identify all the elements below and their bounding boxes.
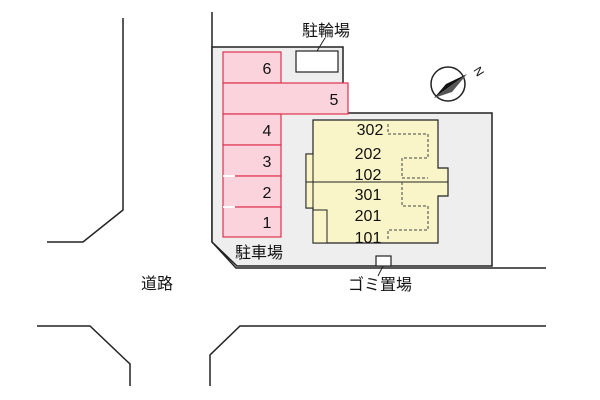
parking-space-number-6: 6 [263, 61, 272, 78]
garbage-area-leader [377, 265, 384, 277]
parking-space-3 [222, 144, 282, 177]
parking-stripe-marks [223, 175, 235, 208]
parking-space-number-5: 5 [330, 92, 339, 109]
garbage-area-box [375, 255, 392, 267]
unit-number-302: 302 [357, 122, 384, 139]
unit-numbers: 302 202 102 301 201 101 [355, 122, 384, 247]
unit-number-301: 301 [355, 187, 382, 204]
parking-space-number-1: 1 [263, 215, 272, 232]
parking-space-number-4: 4 [263, 123, 272, 140]
parking-space-4 [222, 113, 282, 146]
parking-space-1 [222, 206, 282, 238]
unit-number-101: 101 [355, 230, 382, 247]
parking-spaces [222, 51, 349, 238]
parking-space-5 [222, 82, 349, 115]
bicycle-parking-label: 駐輪場 [302, 21, 350, 40]
building-left-notch [312, 209, 328, 244]
garbage-area-label: ゴミ置場 [348, 275, 412, 294]
bicycle-parking-box [295, 50, 339, 73]
unit-number-102: 102 [355, 167, 382, 184]
parking-space-number-2: 2 [263, 185, 272, 202]
building-dashed-outlines [387, 124, 429, 240]
parking-space-number-3: 3 [263, 154, 272, 171]
road-edge-lower-right [209, 325, 546, 386]
compass-needle-tail [434, 74, 467, 98]
north-symbol: N [470, 64, 486, 79]
parking-space-numbers: 6 5 4 3 2 1 [263, 61, 339, 232]
building [305, 119, 449, 244]
north-arrow-icon: N [430, 64, 487, 102]
parking-lot-label: 駐車場 [235, 243, 283, 262]
building-left-balcony [305, 153, 314, 209]
bicycle-parking-leader [316, 37, 326, 52]
parking-space-6 [222, 51, 282, 84]
road-edge-lower-left [37, 325, 131, 386]
unit-number-201: 201 [355, 208, 382, 225]
unit-number-202: 202 [355, 146, 382, 163]
parking-space-2 [222, 175, 282, 208]
road-label: 道路 [141, 274, 173, 293]
road-edge-upper-left [47, 18, 124, 243]
